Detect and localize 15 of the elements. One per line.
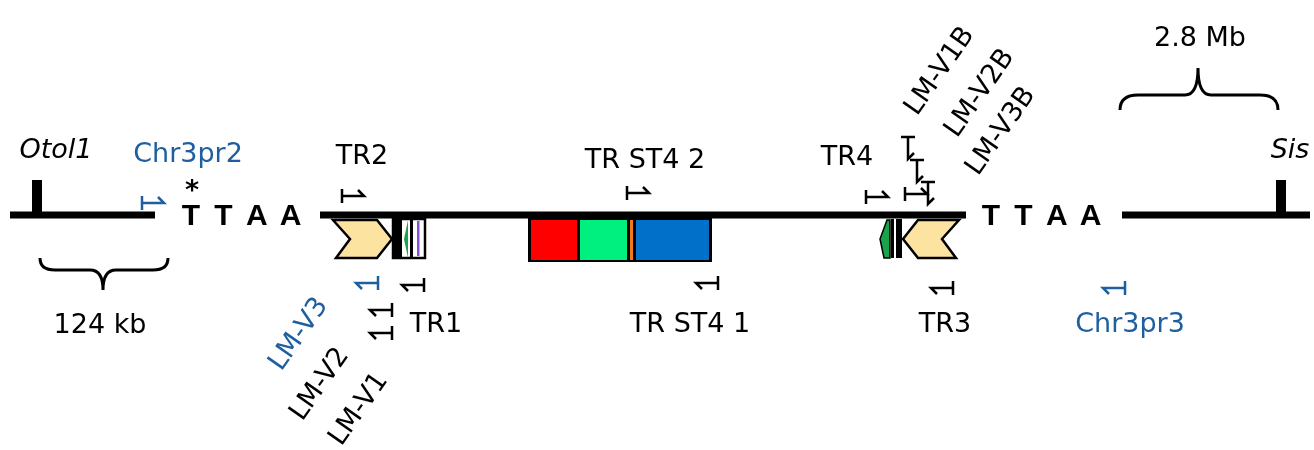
primer-label: TR ST4 2 [584, 144, 706, 172]
sequence-label: T T A A [981, 200, 1105, 230]
primer-label: Chr3pr2 [133, 138, 243, 166]
primer-label: TR ST4 1 [629, 308, 751, 336]
size-label: 2.8 Mb [1154, 22, 1246, 50]
primer-label: TR1 [409, 308, 463, 336]
primer-label: Chr3pr3 [1075, 308, 1185, 336]
sequence-label: T T A A [181, 200, 305, 230]
primer-label: TR3 [918, 308, 972, 336]
primer-label: TR4 [820, 141, 874, 169]
primer-label: TR2 [335, 140, 389, 168]
gene-label: Sis [1270, 134, 1310, 162]
size-label: 124 kb [53, 309, 147, 337]
asterisk-mark: * [184, 175, 200, 203]
gene-label: Otol1 [19, 134, 93, 162]
